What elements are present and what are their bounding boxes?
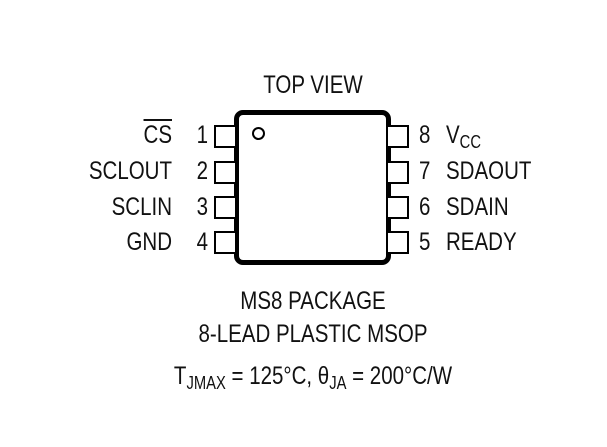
- pin-7-name-sdaout: SDAOUT: [446, 157, 532, 185]
- thermal-spec: TJMAX = 125°C, θJA = 200°C/W: [173, 362, 453, 394]
- package-name: MS8 PACKAGE: [240, 287, 386, 315]
- pin-7-number: 7: [419, 157, 431, 185]
- pin-6-pad: [388, 196, 409, 219]
- package-description: 8-LEAD PLASTIC MSOP: [198, 320, 428, 348]
- chip-body: [234, 110, 391, 265]
- pin-2-number: 2: [196, 157, 208, 185]
- pin-1-name-cs: CS: [143, 121, 172, 149]
- pin1-indicator-dot: [252, 127, 265, 140]
- pin-8-name-vcc: VCC: [446, 121, 482, 153]
- pin-3-pad: [214, 196, 235, 219]
- pin-2-pad: [214, 161, 235, 184]
- pin-5-name-ready: READY: [446, 228, 517, 256]
- pin-4-pad: [214, 231, 235, 254]
- pin-4-name-gnd: GND: [126, 228, 172, 256]
- pin-6-number: 6: [419, 193, 431, 221]
- pin-1-pad: [214, 125, 235, 148]
- pin-4-number: 4: [196, 228, 208, 256]
- pin-5-number: 5: [419, 228, 431, 256]
- pin-2-name-sclout: SCLOUT: [88, 157, 172, 185]
- top-view-title: TOP VIEW: [263, 71, 363, 99]
- pin-8-number: 8: [419, 121, 431, 149]
- pin-6-name-sdain: SDAIN: [446, 193, 509, 221]
- pin-3-number: 3: [196, 193, 208, 221]
- pin-7-pad: [388, 161, 409, 184]
- pin-1-number: 1: [196, 121, 208, 149]
- pin-3-name-sclin: SCLIN: [111, 193, 172, 221]
- pin-8-pad: [388, 125, 409, 148]
- pin-5-pad: [388, 231, 409, 254]
